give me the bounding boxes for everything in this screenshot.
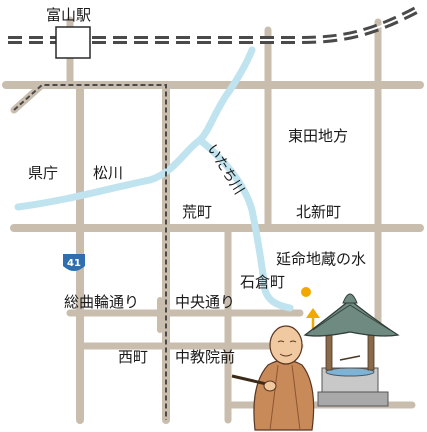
rail-main-inner [8, 7, 421, 41]
label-ishikura: 石倉町 [240, 273, 285, 291]
label-sogawa: 総曲輪通り [64, 293, 139, 311]
rail-branch [13, 84, 167, 420]
route-shield: 41 [63, 254, 85, 271]
station-marker: 富山駅 [46, 6, 91, 59]
route-shield-shape [63, 254, 85, 271]
label-arama: 荒町 [182, 203, 212, 221]
river-matsukawa [14, 46, 256, 211]
well-shrine-icon [303, 293, 400, 407]
label-higashida: 東田地方 [288, 127, 348, 145]
rivers [14, 46, 294, 312]
railway [8, 4, 422, 420]
label-matsukawa: 松川 [93, 164, 123, 182]
label-itachi-river: いたち川 [204, 142, 247, 198]
river-itachi [196, 136, 294, 312]
label-enmei: 延命地蔵の水 [276, 250, 366, 268]
label-chuo: 中央通り [175, 293, 235, 311]
monk-figure-icon [231, 325, 315, 431]
label-nishimachi: 西町 [118, 348, 148, 366]
label-chukyo: 中教院前 [175, 348, 235, 366]
label-kitashin: 北新町 [296, 203, 341, 221]
station-label: 富山駅 [46, 6, 91, 24]
route-shield-number: 41 [67, 258, 81, 269]
spot-dot-icon [301, 287, 311, 297]
label-kencho: 県庁 [28, 164, 58, 182]
station-box [55, 26, 91, 59]
